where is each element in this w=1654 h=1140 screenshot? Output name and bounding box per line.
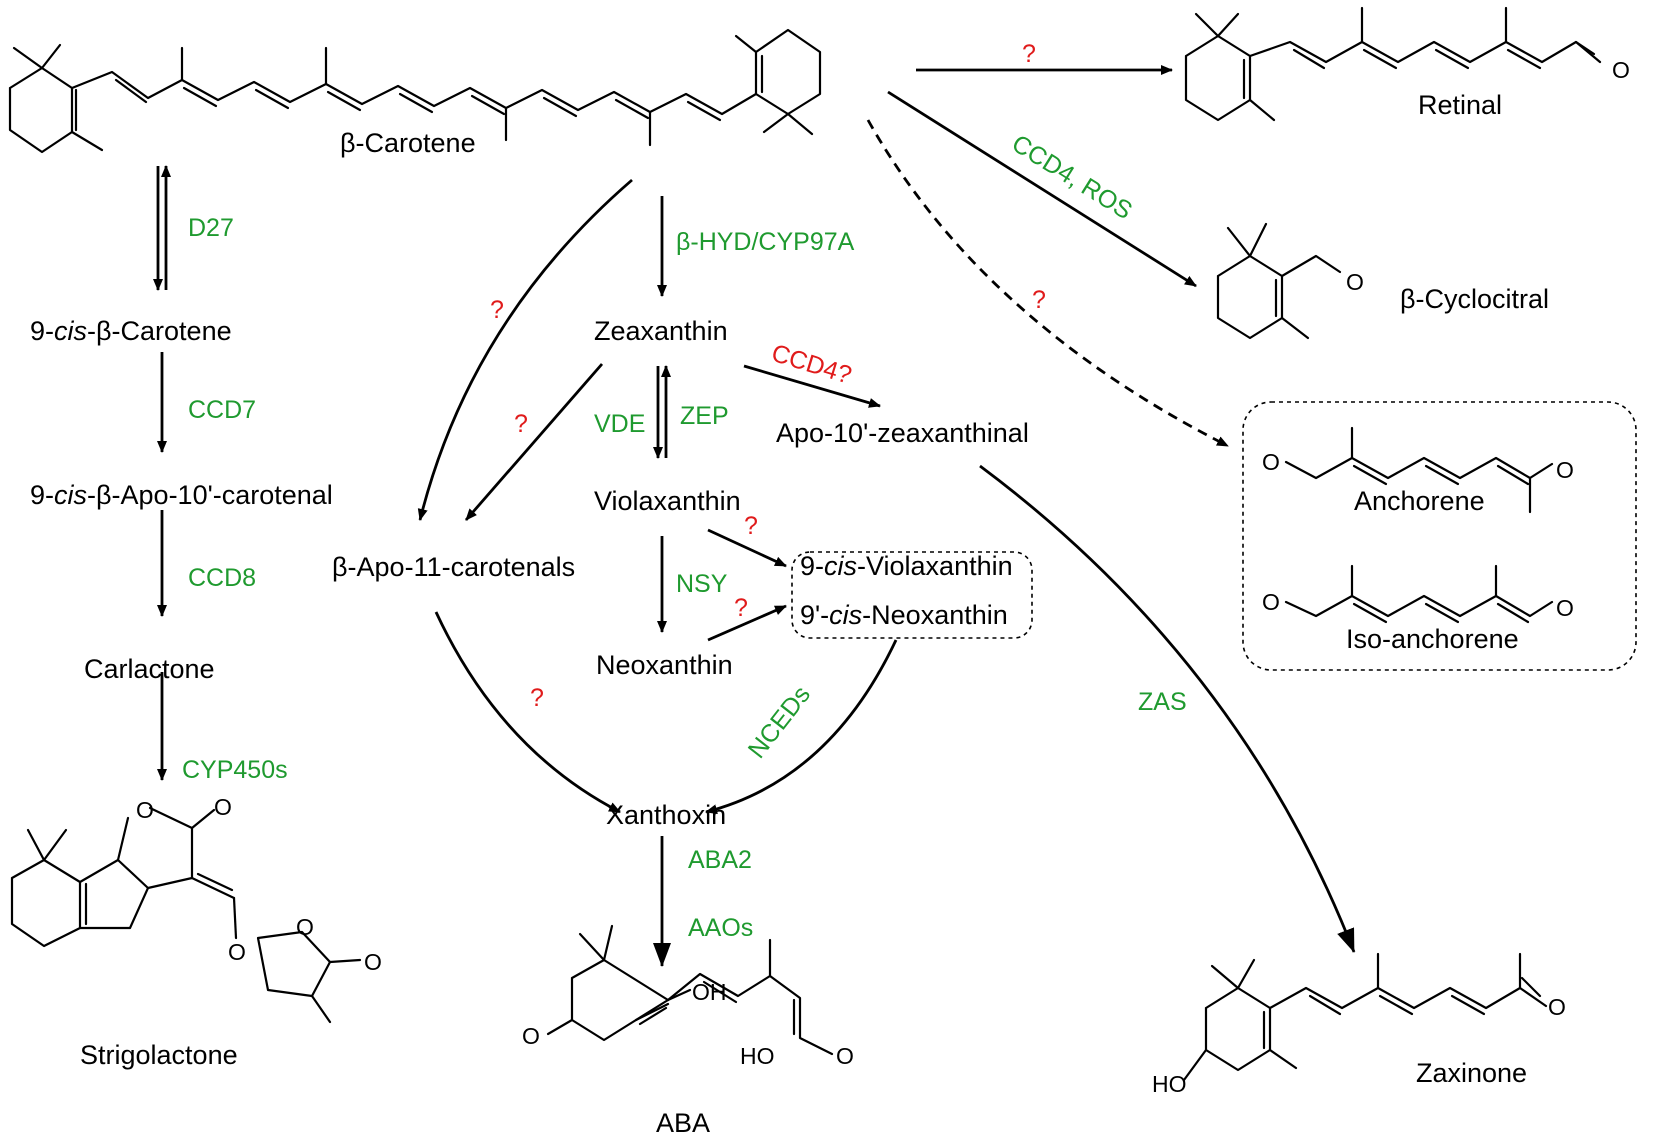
arrow-zas — [979, 464, 1356, 953]
pathway-arrows — [153, 65, 1356, 967]
enzyme-aaos: AAOs — [688, 914, 753, 942]
label-anchorene: Anchorene — [1354, 486, 1485, 516]
aba-acid-o: O — [836, 1043, 854, 1069]
aba-ketone-o: O — [522, 1023, 540, 1049]
strigolactone-ether-o: O — [228, 939, 246, 965]
strigolactone-furanone-o: O — [296, 914, 314, 940]
zaxinone-ketone-o: O — [1548, 994, 1566, 1020]
enzyme-zep: ZEP — [680, 402, 729, 430]
unknown-step-retinal: ? — [1022, 40, 1036, 68]
label-xanthoxin: Xanthoxin — [606, 800, 726, 830]
label-9cis-apo-carotenal: 9-cis-β-Apo-10'-carotenal — [30, 480, 333, 510]
enzyme-nceds: NCEDs — [743, 681, 816, 764]
arrow-nceds — [705, 639, 898, 815]
retinal-aldehyde-o: O — [1612, 57, 1630, 83]
enzyme-ccd4-uncertain: CCD4? — [768, 339, 855, 390]
label-beta-carotene: β-Carotene — [340, 128, 476, 158]
unknown-step-apo11-xanthoxin: ? — [530, 684, 544, 712]
unknown-step-zea-apo11: ? — [514, 410, 528, 438]
unknown-step-neoxanthin-cis: ? — [734, 594, 748, 622]
iso-anchorene-o-left: O — [1262, 589, 1280, 615]
enzyme-d27: D27 — [188, 214, 234, 242]
enzyme-zas: ZAS — [1138, 688, 1187, 716]
beta-carotene-structure — [8, 28, 822, 154]
iso-anchorene-structure — [1284, 564, 1554, 624]
label-apo-10-zeaxanthinal: Apo-10'-zeaxanthinal — [776, 418, 1029, 448]
arrow-ccd4q — [743, 364, 881, 408]
arrow-carotene-to-apo11 — [417, 178, 633, 521]
arrow-to-9cis-neoxanthin — [707, 604, 787, 642]
unknown-step-violaxanthin-cis: ? — [744, 512, 758, 540]
aba-structure — [546, 924, 834, 1056]
strigolactone-carbonyl-o: O — [214, 794, 232, 820]
unknown-step-carotene-apo11: ? — [490, 296, 504, 324]
unknown-step-anchorene: ? — [1032, 286, 1046, 314]
strigolactone-ring-o: O — [136, 797, 154, 823]
apocarotenoid-box — [1242, 401, 1637, 671]
label-strigolactone: Strigolactone — [80, 1040, 238, 1070]
zaxinone-structure — [1182, 952, 1548, 1082]
enzyme-ccd7: CCD7 — [188, 396, 256, 424]
anchorene-o-right: O — [1556, 457, 1574, 483]
label-carlactone: Carlactone — [84, 654, 215, 684]
cyclocitral-aldehyde-o: O — [1346, 269, 1364, 295]
enzyme-nsy: NSY — [676, 570, 728, 598]
label-iso-anchorene: Iso-anchorene — [1346, 624, 1519, 654]
arrow-to-cyclocitral — [887, 90, 1197, 288]
aba-oh: OH — [692, 979, 727, 1005]
label-aba: ABA — [656, 1108, 710, 1138]
label-retinal: Retinal — [1418, 90, 1502, 120]
label-beta-apo-11-carotenals: β-Apo-11-carotenals — [332, 552, 575, 582]
cis-xanthophyll-box — [791, 551, 1033, 639]
strigolactone-furanone-carbonyl-o: O — [364, 949, 382, 975]
enzyme-vde: VDE — [594, 410, 645, 438]
enzyme-cyp450s: CYP450s — [182, 756, 288, 784]
label-9cis-neoxanthin: 9'-cis-Neoxanthin — [800, 600, 1008, 630]
label-violaxanthin: Violaxanthin — [594, 486, 741, 516]
zaxinone-ho: HO — [1152, 1071, 1187, 1097]
aba-acid-ho: HO — [740, 1043, 775, 1069]
enzyme-ccd8: CCD8 — [188, 564, 256, 592]
label-9cis-violaxanthin: 9-cis-Violaxanthin — [800, 551, 1013, 581]
label-9cis-beta-carotene: 9-cis-β-Carotene — [30, 316, 232, 346]
anchorene-o-left: O — [1262, 449, 1280, 475]
strigolactone-structure — [10, 806, 362, 1024]
label-zeaxanthin: Zeaxanthin — [594, 316, 728, 346]
enzyme-ccd4-ros: CCD4, ROS — [1007, 129, 1137, 225]
arrow-apo11-to-xanthoxin — [434, 611, 621, 814]
cyclocitral-structure — [1216, 222, 1342, 340]
label-zaxinone: Zaxinone — [1416, 1058, 1527, 1088]
arrow-zea-to-apo11 — [464, 363, 604, 521]
iso-anchorene-o-right: O — [1556, 595, 1574, 621]
retinal-structure — [1184, 6, 1602, 122]
arrow-to-9cis-violaxanthin — [707, 528, 787, 568]
label-neoxanthin: Neoxanthin — [596, 650, 733, 680]
enzyme-aba2: ABA2 — [688, 846, 752, 874]
anchorene-structure — [1284, 426, 1554, 514]
label-beta-cyclocitral: β-Cyclocitral — [1400, 284, 1549, 314]
enzyme-bhyd-cyp97a: β-HYD/CYP97A — [676, 228, 855, 256]
